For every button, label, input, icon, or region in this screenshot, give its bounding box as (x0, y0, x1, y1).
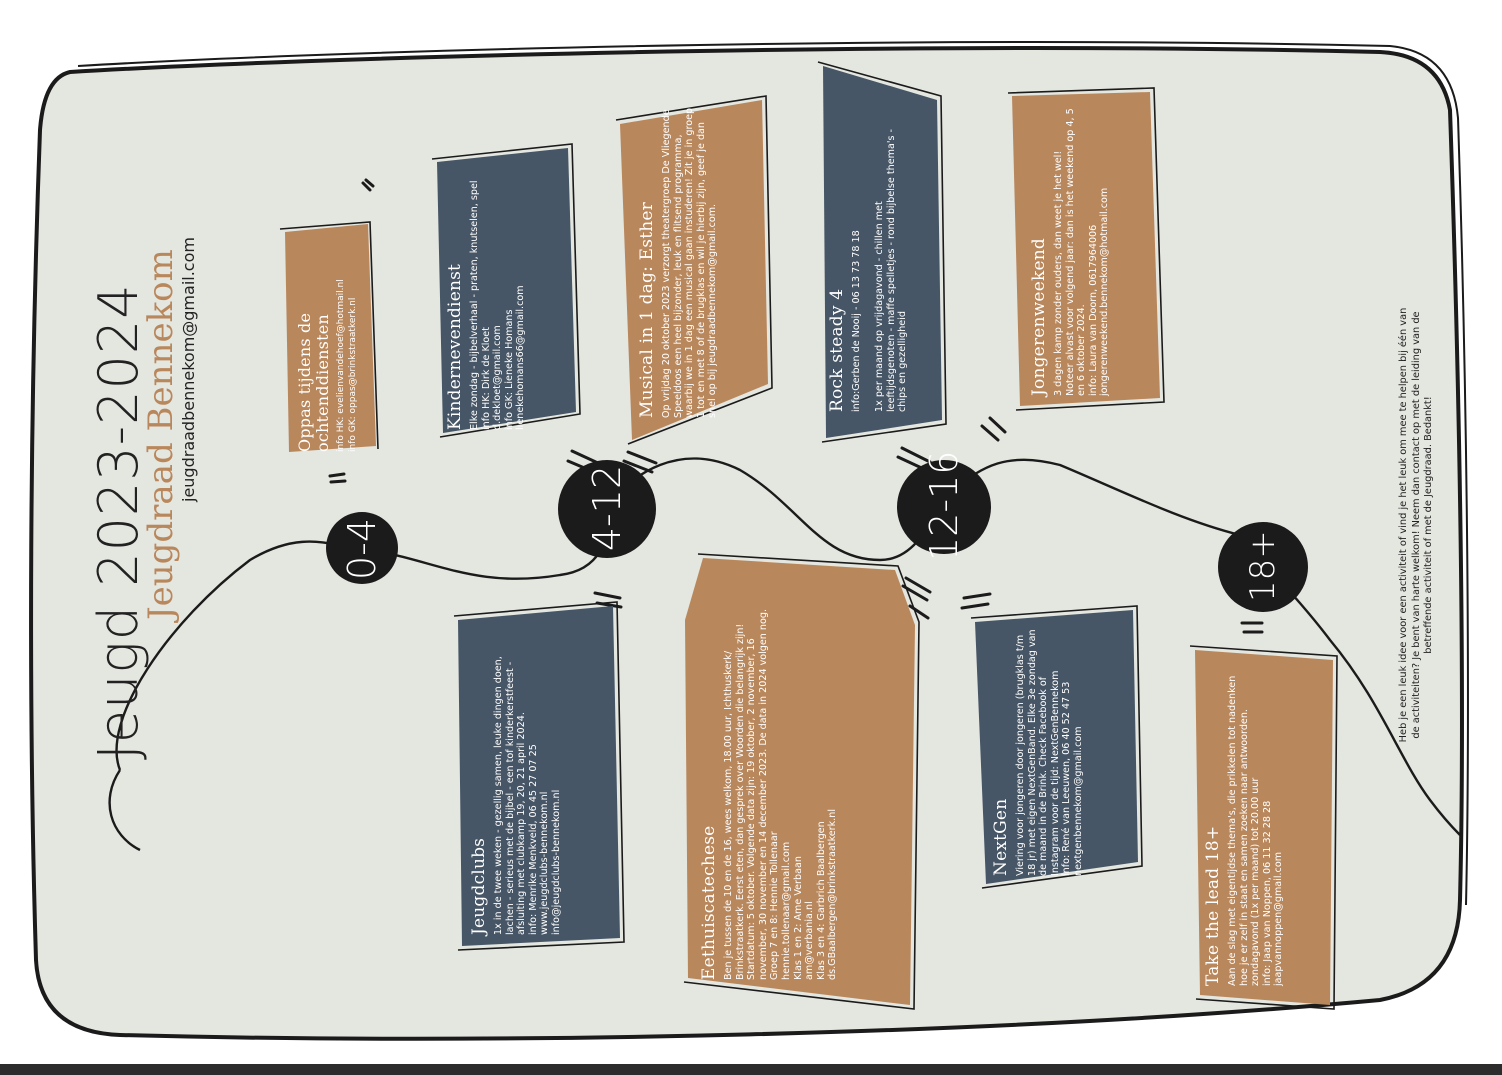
activity-body: 3 dagen kamp zonder ouders, dan weet je … (1053, 108, 1111, 396)
activity-rock-steady: Rock steady 4 info:Gerben de Nooij - 06 … (827, 122, 940, 412)
age-label-4-12: 4-12 (585, 464, 629, 552)
age-circle-4-12 (558, 460, 656, 558)
activity-body: Aan de slag met eigentijdse thema's, die… (1227, 675, 1285, 986)
activity-nextgen: NextGen Viering voor jongeren door jonge… (991, 626, 1132, 876)
box-eethuiscatechese-shape (683, 553, 920, 1010)
activity-title: Musical in 1 dag: Esther (637, 202, 657, 418)
age-circle-12-16 (897, 460, 991, 554)
activity-body: 1x in de twee weken - gezellig samen, le… (493, 656, 562, 935)
activity-body: info:Gerben de Nooij - 06 13 73 78 18 1x… (851, 129, 909, 412)
activity-body: Ben je tussen de 10 en de 16, wees welko… (723, 608, 839, 980)
activity-title: Eethuiscatechese (699, 825, 719, 980)
activity-title: Jongerenweekend (1029, 238, 1049, 396)
age-label-0-4: 0-4 (340, 517, 384, 581)
activity-title: Kindernevendienst (445, 263, 465, 430)
box-oppas-shape (279, 221, 379, 452)
activity-take-the-lead: Take the lead 18+ Aan de slag met eigent… (1203, 666, 1328, 986)
box-nextgen-shape (970, 605, 1143, 889)
activity-body: Op vrijdag 20 oktober 2023 verzorgt thea… (661, 107, 719, 418)
timeline-hook (108, 769, 141, 852)
age-label-12-16: 12-16 (922, 450, 966, 561)
box-rock-steady-shape (817, 61, 947, 443)
activity-body: Elke zondag - bijbelverhaal - praten, kn… (469, 180, 527, 430)
age-circle-0-4 (326, 512, 398, 584)
activity-eethuiscatechese: Eethuiscatechese Ben je tussen de 10 en … (699, 596, 896, 980)
activity-jongerenweekend: Jongerenweekend 3 dagen kamp zonder oude… (1029, 106, 1154, 396)
box-take-the-lead-shape (1189, 645, 1338, 1010)
activity-title: Oppas tijdens de ochtenddiensten (295, 312, 332, 452)
contact-email: jeugdraadbennekom@gmail.com (179, 237, 198, 502)
bottom-bar (0, 1064, 1502, 1075)
activity-kindernevendienst: Kindernevendienst Elke zondag - bijbelve… (445, 162, 572, 430)
header-block: Jeugd 2023-2024 Jeugdraad Bennekom jeugd… (87, 200, 200, 760)
age-circle-18-plus (1218, 522, 1308, 612)
activity-title: NextGen (991, 798, 1011, 876)
activity-body: info HK: evelienvandehoef@hotmail.nl inf… (336, 279, 358, 452)
activity-title: Take the lead 18+ (1203, 825, 1223, 986)
box-kindernevendienst-shape (431, 143, 581, 438)
page-title: Jeugd 2023-2024 (87, 283, 150, 760)
box-musical-shape (615, 95, 773, 445)
age-label-18-plus: 18+ (1243, 530, 1283, 602)
box-jeugdclubs-shape (453, 601, 625, 951)
background-card-sketch (77, 41, 1469, 906)
activity-title: Rock steady 4 (827, 288, 847, 412)
footer-note: Heb je een leuk idee voor een activiteit… (1398, 307, 1434, 743)
activity-body: Viering voor jongeren door jongeren (bru… (1015, 629, 1084, 876)
activity-oppas: Oppas tijdens de ochtenddiensten info HK… (295, 238, 372, 452)
activity-title: Jeugdclubs (469, 837, 489, 935)
page-subtitle: Jeugdraad Bennekom (141, 249, 181, 620)
activity-musical: Musical in 1 dag: Esther Op vrijdag 20 o… (637, 100, 768, 418)
box-jongerenweekend-shape (1007, 87, 1165, 411)
activity-jeugdclubs: Jeugdclubs 1x in de twee weken - gezelli… (469, 629, 614, 935)
